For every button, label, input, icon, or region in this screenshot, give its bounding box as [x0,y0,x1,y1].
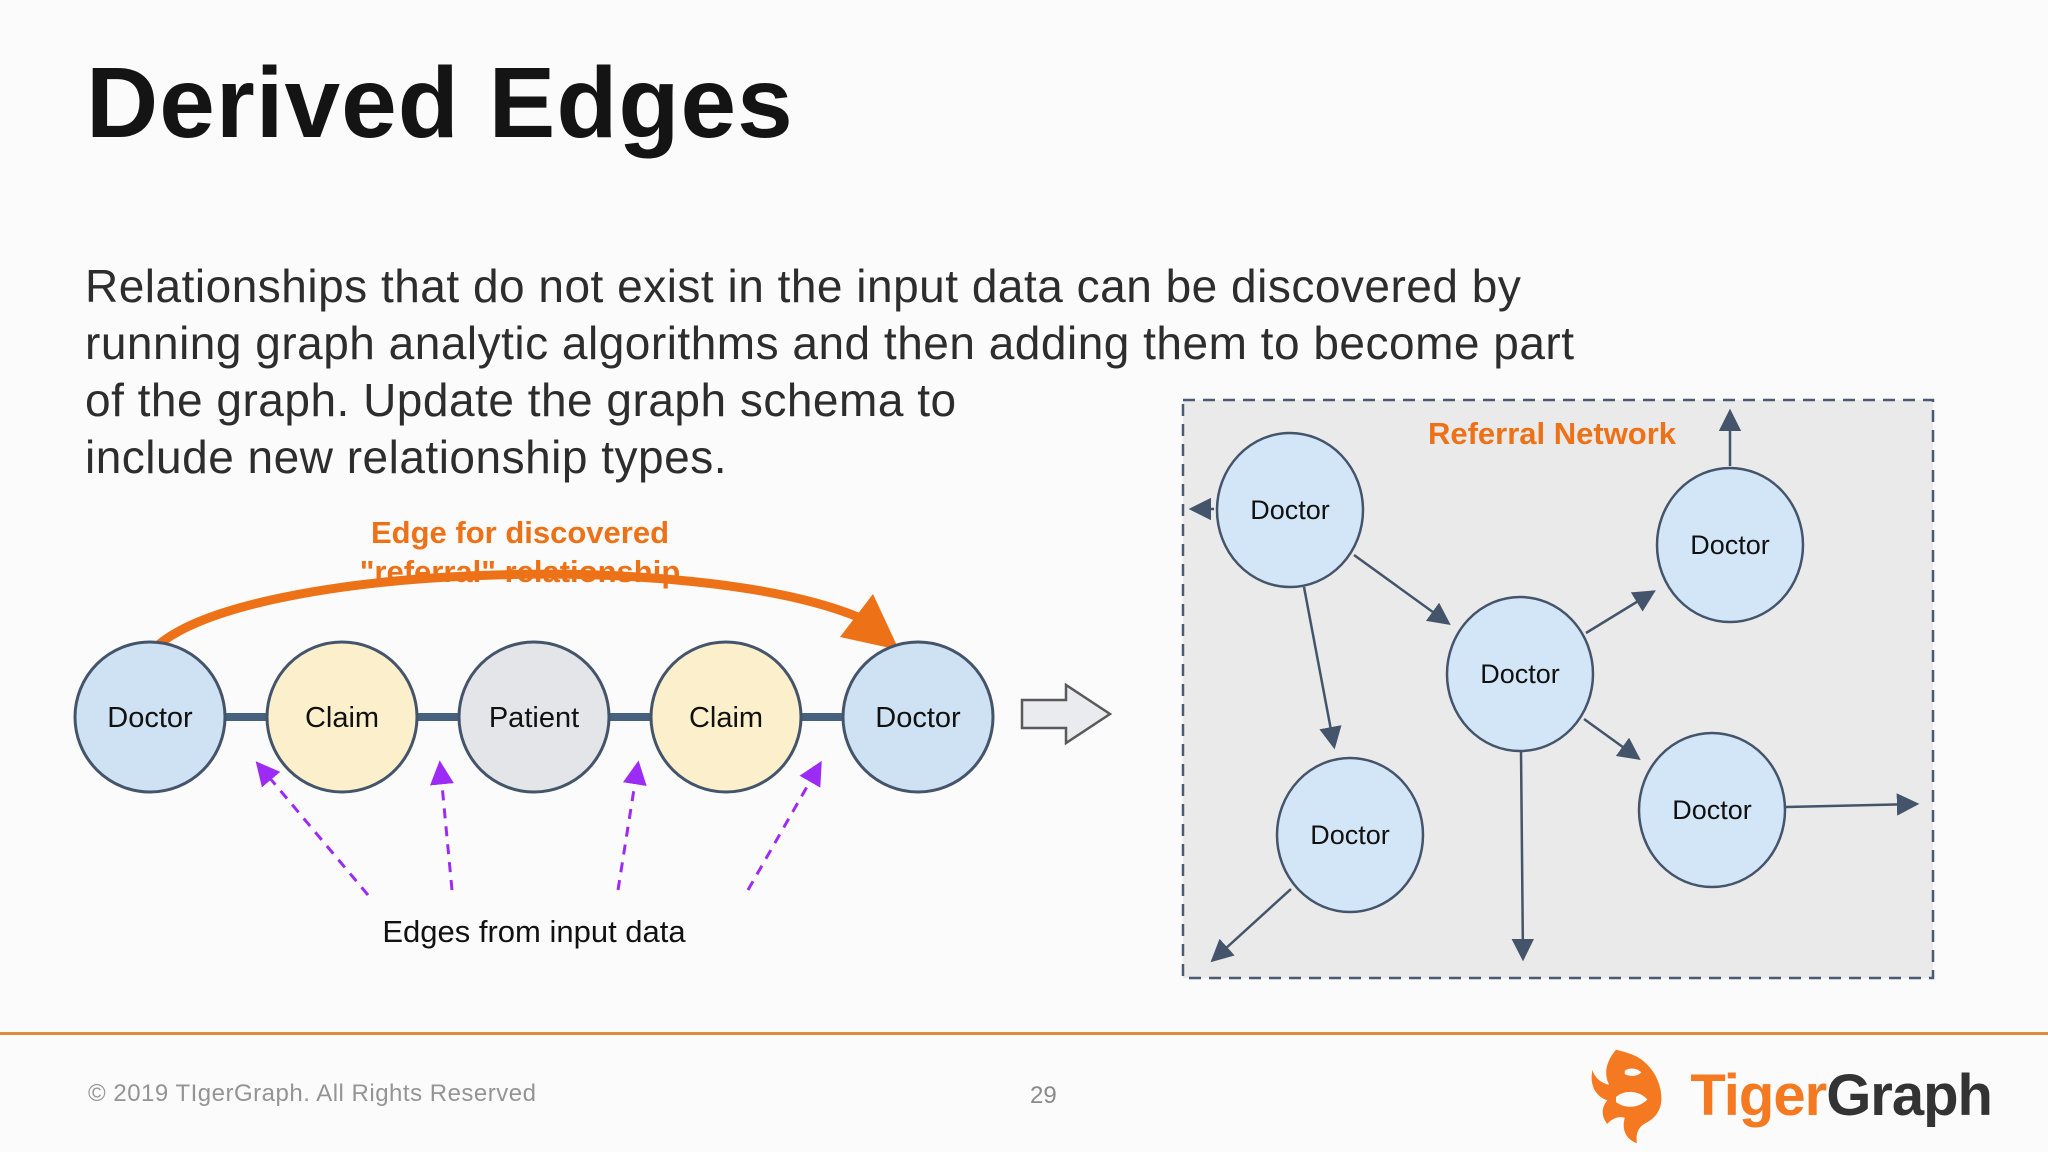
footer-divider [0,1032,2048,1035]
chain-node-claim [649,640,803,794]
chain-node-label: Doctor [107,702,193,734]
chain-node-label: Claim [305,702,379,734]
chain-node-doctor [73,640,227,794]
tigergraph-logo: TigerGraph [1582,1048,1993,1144]
network-node-label: Doctor [1480,659,1560,689]
chain-node-label: Doctor [875,702,961,734]
edge-arrow [1785,793,1920,816]
network-node-doctor [1637,731,1787,889]
chain-node-claim [265,640,419,794]
network-node-label: Doctor [1690,530,1770,560]
logo-wordmark: TigerGraph [1690,1048,1993,1144]
chain-node-patient [457,640,611,794]
network-node-label: Doctor [1310,820,1390,850]
network-node-doctor [1275,756,1425,914]
edge-arrow [1583,717,1641,760]
chain-node-doctor [841,640,995,794]
network-node-label: Doctor [1250,495,1330,525]
copyright-text: © 2019 TIgerGraph. All Rights Reserved [88,1080,537,1107]
chain-node-label: Patient [489,702,579,734]
edge-arrow [1585,590,1656,635]
chain-node-label: Claim [689,702,763,734]
network-nodes: Doctor Doctor Doctor Doctor Doctor [1215,431,1805,914]
page-number: 29 [1030,1082,1057,1109]
body-text: Relationships that do not exist in the i… [85,258,1575,486]
body-line: running graph analytic algorithms and th… [85,317,1575,369]
body-line: Relationships that do not exist in the i… [85,260,1522,312]
chain-nodes: Doctor Claim Patient Claim Doctor [73,640,995,794]
network-node-doctor [1445,595,1595,753]
logo-text-graph: Graph [1826,1063,1993,1128]
body-line: of the graph. Update the graph schema to [85,374,957,426]
discovered-edge-arrowhead-icon [840,594,899,650]
right-block-arrow-icon [1020,682,1113,746]
referral-network-title: Referral Network [1428,416,1677,451]
page-title: Derived Edges [86,47,794,159]
input-edge-pointers [255,760,822,896]
network-edges [1188,408,1920,963]
body-line: include new relationship types. [85,431,727,483]
logo-text-tiger: Tiger [1690,1063,1827,1128]
claims-chain-diagram: Edge for discovered "referral" relations… [73,515,995,949]
tiger-logo-icon [1592,1049,1662,1144]
edge-arrow [1210,888,1292,963]
input-edge-pointer [746,760,822,891]
input-edge-pointer [616,760,647,891]
network-node-label: Doctor [1672,795,1752,825]
referral-network-diagram: Referral Network Doctor Doctor [1181,398,1935,980]
network-node-doctor [1215,431,1365,589]
network-node-doctor [1655,466,1805,624]
edge-arrow [1302,586,1342,750]
input-edge-pointer [429,760,454,891]
discovered-edge-label-line1: Edge for discovered [371,515,669,550]
edge-arrow [1353,553,1451,625]
edge-arrow [1511,750,1535,962]
input-edges-caption: Edges from input data [382,914,686,949]
discovered-edge-arc [148,569,863,655]
